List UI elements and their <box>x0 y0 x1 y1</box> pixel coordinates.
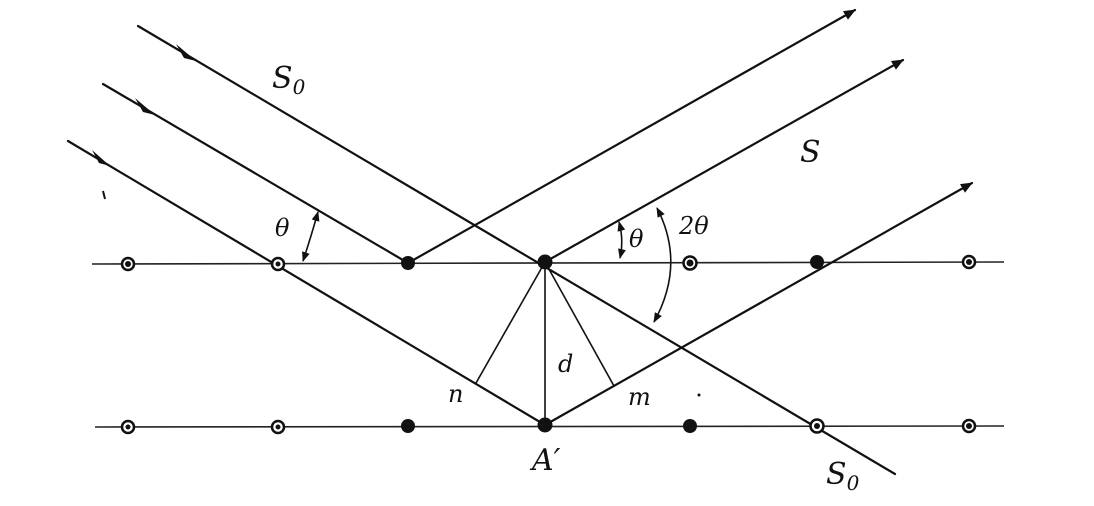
label-n: n <box>448 380 463 408</box>
label-d: d <box>558 350 573 378</box>
incident-ray-1 <box>136 24 897 476</box>
diffracted-ray-1 <box>406 8 857 265</box>
atoms-top-plane <box>120 254 977 272</box>
label-theta-right: θ <box>629 225 644 253</box>
atom <box>401 256 415 270</box>
two-theta-arc <box>653 207 672 323</box>
label-s0-top: S0 <box>272 61 306 99</box>
label-two-theta: 2θ <box>678 212 709 240</box>
atom <box>275 424 281 430</box>
perpendicular-m <box>544 261 615 387</box>
theta-right-arc <box>617 221 626 259</box>
stray-mark <box>102 190 106 200</box>
label-s0-top-sub: 0 <box>293 75 306 99</box>
atom <box>125 261 131 267</box>
incident-ray-3 <box>66 139 547 427</box>
label-s0-bottom: S0 <box>826 457 860 495</box>
atom <box>275 261 281 267</box>
incident-arrow-3 <box>92 150 110 166</box>
diffracted-ray-2 <box>543 58 905 264</box>
label-a-prime: A′ <box>529 443 561 478</box>
atom-a-prime <box>537 417 553 433</box>
atom <box>401 419 415 433</box>
atom <box>966 259 972 265</box>
label-theta-left: θ <box>275 214 290 242</box>
atom-a <box>537 254 553 270</box>
diffracted-ray-3 <box>543 181 974 427</box>
incident-arrow-1 <box>176 44 196 61</box>
label-s-out: S <box>800 135 821 170</box>
label-m: m <box>628 383 651 411</box>
stray-dot <box>697 393 701 397</box>
label-s0-bottom-sub: 0 <box>847 471 860 495</box>
atom <box>814 423 820 429</box>
atom <box>125 424 131 430</box>
atom <box>686 259 694 267</box>
atom <box>966 423 972 429</box>
incident-arrow-2 <box>135 98 155 115</box>
incident-ray-2 <box>101 82 410 265</box>
theta-left-arc <box>302 211 320 262</box>
atom <box>683 419 697 433</box>
atom <box>810 255 824 269</box>
perpendicular-n <box>475 261 546 384</box>
atoms-bottom-plane <box>120 417 977 435</box>
